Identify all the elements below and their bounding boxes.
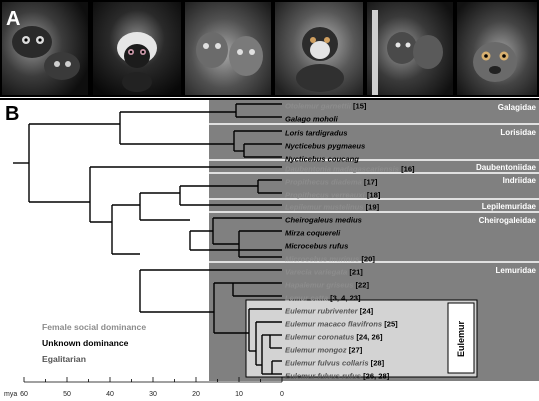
species-label: Eulemur fulvus collaris [28] bbox=[285, 359, 385, 368]
species-reference: [25] bbox=[382, 320, 398, 329]
species-name: Loris tardigradus bbox=[285, 129, 347, 138]
species-reference: [24] bbox=[358, 307, 374, 316]
species-name: Eulemur mongoz bbox=[285, 346, 347, 355]
family-label-daubentoniidae: Daubentoniidae bbox=[476, 163, 537, 172]
species-name: Eulemur fulvus rufus bbox=[285, 372, 361, 381]
family-label-lorisidae: Lorisidae bbox=[500, 128, 536, 137]
axis-tick-label: 10 bbox=[235, 391, 243, 398]
species-name: Microcebus murinus bbox=[285, 255, 359, 264]
phylogeny-tree bbox=[13, 103, 282, 375]
axis-tick-label: 30 bbox=[149, 391, 157, 398]
species-name: Varecia variegata bbox=[285, 268, 347, 277]
panel-b: Eulemur bbox=[0, 98, 539, 401]
species-name: Nycticebus coucang bbox=[285, 155, 359, 164]
species-reference: [21] bbox=[347, 268, 363, 277]
time-axis bbox=[23, 377, 283, 383]
species-reference: [18] bbox=[365, 191, 381, 200]
species-name: Nycticebus pygmaeus bbox=[285, 142, 365, 151]
species-name: Propithecus diadema bbox=[285, 178, 362, 187]
lemur-photo-6 bbox=[457, 2, 537, 95]
species-labels: Otolemur garnettii [15] Galago moholiLori… bbox=[285, 102, 415, 381]
lemur-photo-4 bbox=[275, 2, 363, 95]
species-label: Eulemur macaco flavifrons [25] bbox=[285, 320, 398, 329]
axis-tick-label: 40 bbox=[106, 391, 114, 398]
species-name: Eulemur fulvus collaris bbox=[285, 359, 369, 368]
species-reference: [15] bbox=[351, 102, 367, 111]
species-name: Lemur catta bbox=[285, 294, 328, 303]
species-reference: [17] bbox=[362, 178, 378, 187]
family-label-galagidae: Galagidae bbox=[498, 103, 537, 112]
species-reference: [19] bbox=[364, 203, 380, 212]
species-name: Lepilemur mustelinus bbox=[285, 203, 364, 212]
axis-tick-label: 0 bbox=[280, 391, 284, 398]
panel-b-letter: B bbox=[5, 103, 19, 125]
species-label: Cheirogaleus medius bbox=[285, 216, 362, 225]
species-name: Eulemur coronatus bbox=[285, 333, 354, 342]
family-dividers bbox=[209, 123, 539, 263]
species-name: Otolemur garnettii bbox=[285, 102, 352, 111]
species-reference: [3, 4, 23] bbox=[328, 294, 361, 303]
species-label: Hapalemur griseus [22] bbox=[285, 281, 369, 290]
lemur-photo-3 bbox=[185, 2, 271, 95]
species-reference: [27] bbox=[347, 346, 363, 355]
family-label-cheirogaleidae: Cheirogaleidae bbox=[479, 216, 537, 225]
species-name: Eulemur rubriventer bbox=[285, 307, 359, 316]
family-label-indriidae: Indriidae bbox=[503, 176, 537, 185]
species-name: Hapalemur griseus bbox=[285, 281, 353, 290]
family-label-lepilemuridae: Lepilemuridae bbox=[482, 202, 537, 211]
axis-tick-label: 20 bbox=[192, 391, 200, 398]
species-label: Mirza coquereli bbox=[285, 229, 341, 238]
species-label: Galago moholi bbox=[285, 115, 339, 124]
axis-unit: mya bbox=[4, 391, 17, 398]
species-label: Microcebus rufus bbox=[285, 242, 348, 251]
species-reference: [28] bbox=[369, 359, 385, 368]
species-name: Eulemur macaco flavifrons bbox=[285, 320, 382, 329]
lemur-photo-2 bbox=[93, 2, 181, 95]
species-label: Varecia variegata [21] bbox=[285, 268, 363, 277]
time-axis-labels: 60 50 40 30 20 10 0 bbox=[20, 391, 284, 398]
species-name: Galago moholi bbox=[285, 115, 339, 124]
species-label: Nycticebus pygmaeus bbox=[285, 142, 365, 151]
species-label: Eulemur coronatus [24, 26] bbox=[285, 333, 383, 342]
species-name: Propithecus verreauxi bbox=[285, 191, 366, 200]
species-label: Eulemur rubriventer [24] bbox=[285, 307, 374, 316]
lemur-photo-1 bbox=[2, 2, 88, 95]
species-label: Lepilemur mustelinus [19] bbox=[285, 203, 380, 212]
species-label: Lemur catta [3, 4, 23] bbox=[285, 294, 361, 303]
species-name: Daubentonia madagascariensis bbox=[285, 165, 399, 174]
species-label: Microcebus murinus [20] bbox=[285, 255, 375, 264]
family-label-lemuridae: Lemuridae bbox=[496, 266, 537, 275]
species-label: Daubentonia madagascariensis [16] bbox=[285, 165, 415, 174]
legend-unknown: Unknown dominance bbox=[42, 338, 129, 348]
panel-a-letter: A bbox=[6, 8, 20, 30]
species-name: Cheirogaleus medius bbox=[285, 216, 362, 225]
species-reference: [22] bbox=[353, 281, 369, 290]
axis-tick-label: 60 bbox=[20, 391, 28, 398]
eulemur-genus-label: Eulemur bbox=[456, 321, 466, 358]
legend: Female social dominance Unknown dominanc… bbox=[42, 322, 146, 364]
species-label: Loris tardigradus bbox=[285, 129, 347, 138]
family-labels: Galagidae Lorisidae Daubentoniidae Indri… bbox=[476, 103, 537, 275]
species-name: Mirza coquereli bbox=[285, 229, 341, 238]
species-label: Propithecus diadema [17] bbox=[285, 178, 378, 187]
species-name: Microcebus rufus bbox=[285, 242, 348, 251]
species-reference: [20] bbox=[359, 255, 375, 264]
legend-egalitarian: Egalitarian bbox=[42, 354, 86, 364]
axis-tick-label: 50 bbox=[63, 391, 71, 398]
eulemur-box bbox=[245, 299, 478, 378]
species-label: Otolemur garnettii [15] bbox=[285, 102, 367, 111]
species-reference: [26, 28] bbox=[361, 372, 390, 381]
species-label: Propithecus verreauxi [18] bbox=[285, 191, 381, 200]
species-label: Nycticebus coucang bbox=[285, 155, 359, 164]
eulemur-genus-tab bbox=[447, 302, 475, 374]
species-label: Eulemur fulvus rufus [26, 28] bbox=[285, 372, 390, 381]
panel-a: A bbox=[0, 0, 539, 97]
lemur-photo-5 bbox=[367, 2, 453, 95]
species-label: Eulemur mongoz [27] bbox=[285, 346, 363, 355]
species-reference: [24, 26] bbox=[354, 333, 383, 342]
legend-female: Female social dominance bbox=[42, 322, 146, 332]
species-reference: [16] bbox=[399, 165, 415, 174]
